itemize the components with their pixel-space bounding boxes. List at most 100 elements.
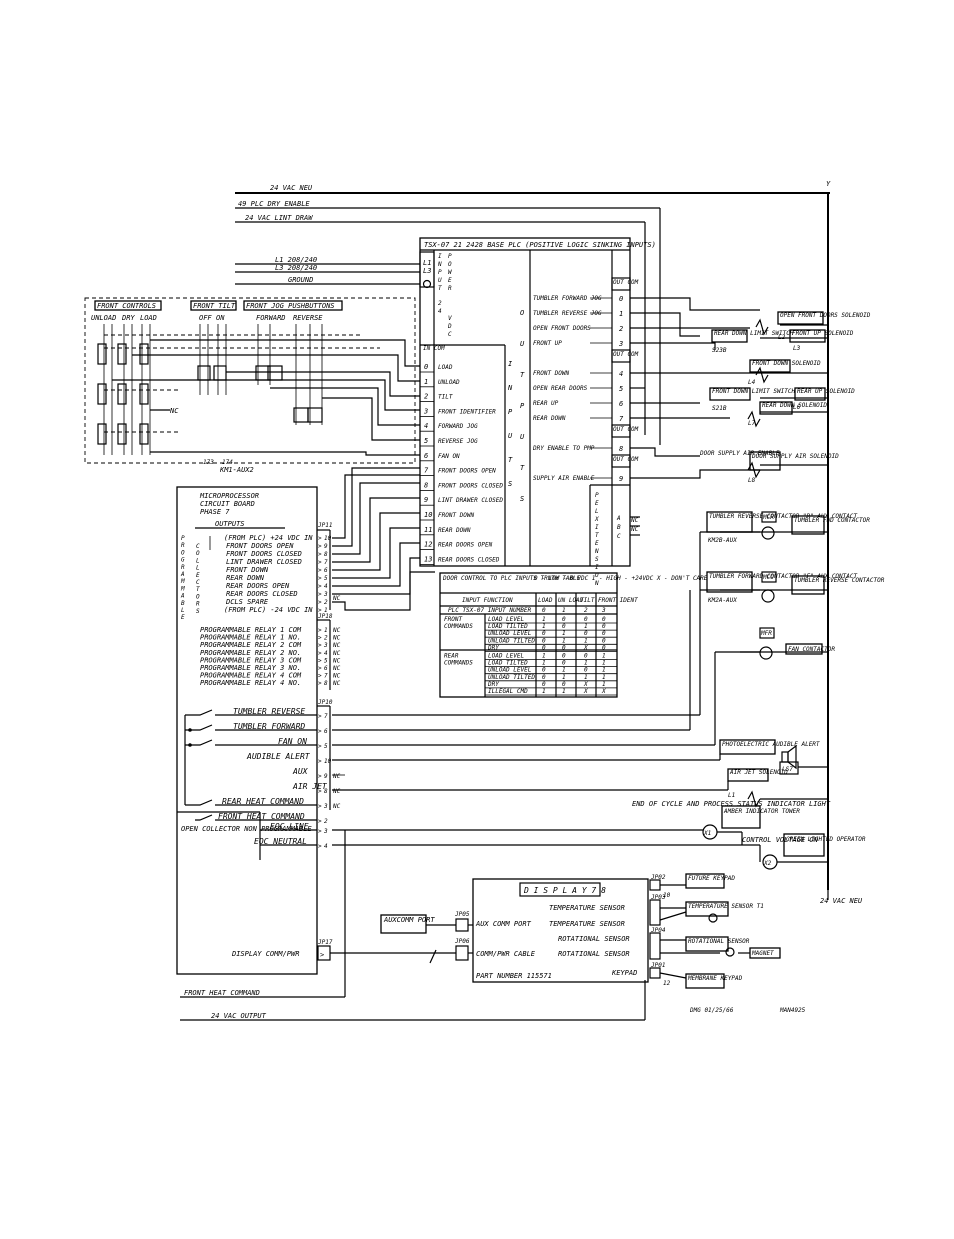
plc-input-n: N xyxy=(437,261,442,268)
truth-cell-1-4-2: 0 xyxy=(562,681,566,688)
truth-cell-1-2-3: 0 xyxy=(584,667,588,674)
plc-input-label-1: UNLOAD xyxy=(438,379,460,386)
plc-input-num-6: 6 xyxy=(424,452,428,460)
off-label: OFF xyxy=(199,314,212,322)
jp18-label-7: PROGRAMMABLE RELAY 4 COM xyxy=(200,672,302,680)
truth-group-0-b: COMMANDS xyxy=(444,623,473,630)
jp06-label: JP06 xyxy=(454,938,470,945)
jp18-nc-2: NC xyxy=(332,635,341,642)
jp11-label-10: (FROM PLC) +24 VDC IN xyxy=(224,534,313,542)
truth-cell-0-4-3: X xyxy=(583,644,588,651)
truth-cell-1-5-3: X xyxy=(583,688,588,695)
plc-output-num-2: 2 xyxy=(619,325,623,333)
truth-cell-0-0-2: 0 xyxy=(562,616,566,623)
truth-cell-1-1-2: 0 xyxy=(562,660,566,667)
front-heat-command-bottom: FRONT HEAT COMMAND xyxy=(184,989,260,997)
truth-col-0: INPUT FUNCTION xyxy=(462,597,513,604)
on-label: ON xyxy=(216,314,225,322)
jp10-pin-2: > xyxy=(318,743,322,750)
truth-group-1-b: COMMANDS xyxy=(444,660,473,667)
plc-flex-letter-10: O xyxy=(595,572,599,579)
plc-vdc-v: V xyxy=(448,315,452,322)
truth-col-1: LOAD xyxy=(538,597,553,604)
display-rot-2: ROTATIONAL SENSOR xyxy=(558,950,630,958)
truth-cell-1-5-4: X xyxy=(601,688,606,695)
plc-input-num-10: 10 xyxy=(424,511,432,519)
jp10-label-3: AUDIBLE ALERT xyxy=(246,752,311,761)
jp10-num-1: 6 xyxy=(324,728,328,735)
jp18-nc-1: NC xyxy=(332,627,341,634)
plc-power-e: E xyxy=(448,277,452,284)
jp17-pin: > xyxy=(320,951,324,959)
plc-flex-c: C xyxy=(617,533,621,540)
truth-col-2: UN LOAD xyxy=(558,597,584,604)
jp10-pin-3: > xyxy=(318,758,322,765)
membrane-keypad: MEMBRANE KEYPAD xyxy=(687,975,743,982)
prog-letter-7: M xyxy=(180,585,185,592)
jp18-pin-6: > xyxy=(318,665,322,672)
prog-letter-8: A xyxy=(180,593,185,600)
plc-out-com-4: OUT COM xyxy=(613,456,639,463)
truth-cell-0-4-2: 0 xyxy=(562,644,566,651)
jp10-label-9: EOC NEUTRAL xyxy=(254,837,307,846)
truth-cell-1-2-1: 0 xyxy=(542,667,546,674)
plc-outputs-letter-6: S xyxy=(520,495,524,503)
plc-inputs-letter-4: T xyxy=(508,456,513,464)
truth-cell-1-4-0: DRY xyxy=(487,681,499,688)
l7-label: L7 xyxy=(748,420,756,427)
coll-letter-2: L xyxy=(196,557,200,564)
jp11-label-5: REAR DOWN xyxy=(226,574,265,582)
truth-cell-0-3-3: 1 xyxy=(584,637,588,644)
jp10-pin-4: > xyxy=(318,773,322,780)
truth-cell-1-0-0: LOAD LEVEL xyxy=(488,653,525,660)
bus-lines: 24 VAC NEU Y 49 PLC DRY ENABLE 24 VAC LI… xyxy=(235,180,831,900)
truth-cell-0-1-1: 1 xyxy=(542,623,546,630)
plc-power-w: W xyxy=(448,269,453,276)
plc-input-label-5: REVERSE JOG xyxy=(438,438,478,445)
plc-input-label-3: FRONT IDENTIFIER xyxy=(438,408,496,415)
jp10-num-8: 3 xyxy=(323,828,328,835)
l2-label: L2 xyxy=(778,334,786,341)
jp11-to-plc-wires xyxy=(332,467,435,611)
plc-input-label-11: REAR DOWN xyxy=(438,527,471,534)
jp10-label: JP10 xyxy=(317,699,333,706)
jp18-pin-1: > xyxy=(318,627,322,634)
plc-output-label-9: SUPPLY AIR ENABLE xyxy=(533,475,595,482)
truth-cell-0-3-1: 0 xyxy=(542,637,546,644)
coll-letter-7: O xyxy=(196,593,200,600)
plc-outputs-letter-4: U xyxy=(520,433,525,441)
truth-cell-1-2-0: UNLOAD LEVEL xyxy=(488,667,532,674)
plc-output-label-2: OPEN FRONT DOORS xyxy=(533,325,591,332)
display-pin-10: 10 xyxy=(663,892,671,899)
jp11-label-7: LINT DRAWER CLOSED xyxy=(226,558,302,566)
jp10-num-4: 9 xyxy=(324,773,328,780)
truth-cell-1-4-3: X xyxy=(583,681,588,688)
jp11-num-4: 4 xyxy=(324,583,328,590)
truth-cell-1-1-3: 1 xyxy=(584,660,588,667)
plc-l3: L3 xyxy=(423,267,431,275)
prog-letter-6: M xyxy=(180,578,185,585)
door-supply-air-enable: DOOR SUPPLY AIR ENABLE xyxy=(699,450,780,457)
plc-input-num-4: 4 xyxy=(424,422,428,430)
truth-cell-0-2-4: 0 xyxy=(602,630,606,637)
plc-inputs-letter-2: P xyxy=(508,408,513,416)
front-down-limit-switch: FRONT DOWN LIMIT SWITCH xyxy=(712,388,795,395)
plc-title: TSX-07 21 2428 BASE PLC (POSITIVE LOGIC … xyxy=(424,241,656,249)
jp11-label-3: REAR DOORS CLOSED xyxy=(226,590,298,598)
jp18-label-6: PROGRAMMABLE RELAY 3 NO. xyxy=(200,664,301,672)
wire-173: 173 xyxy=(203,459,214,466)
jp11-pin-5: > xyxy=(318,575,322,582)
plc-flex-letter-11: N xyxy=(594,580,599,587)
truth-col-4: FRONT IDENT xyxy=(598,597,638,604)
plc-input-num-8: 8 xyxy=(424,481,428,489)
plc-l1: L1 xyxy=(423,259,431,267)
right-devices: OPEN FRONT DOORS SOLENOID FRONT UP SOLEN… xyxy=(632,311,885,905)
eoc-text: END OF CYCLE AND PROCESS STATUS INDICATO… xyxy=(632,800,831,808)
jp11-pin-9: > xyxy=(318,543,322,550)
plc-power-r: R xyxy=(448,285,452,292)
plc-inputs-letter-5: S xyxy=(508,480,512,488)
jp10-pin-5: > xyxy=(318,788,322,795)
jp11-label-6: FRONT DOWN xyxy=(226,566,269,574)
